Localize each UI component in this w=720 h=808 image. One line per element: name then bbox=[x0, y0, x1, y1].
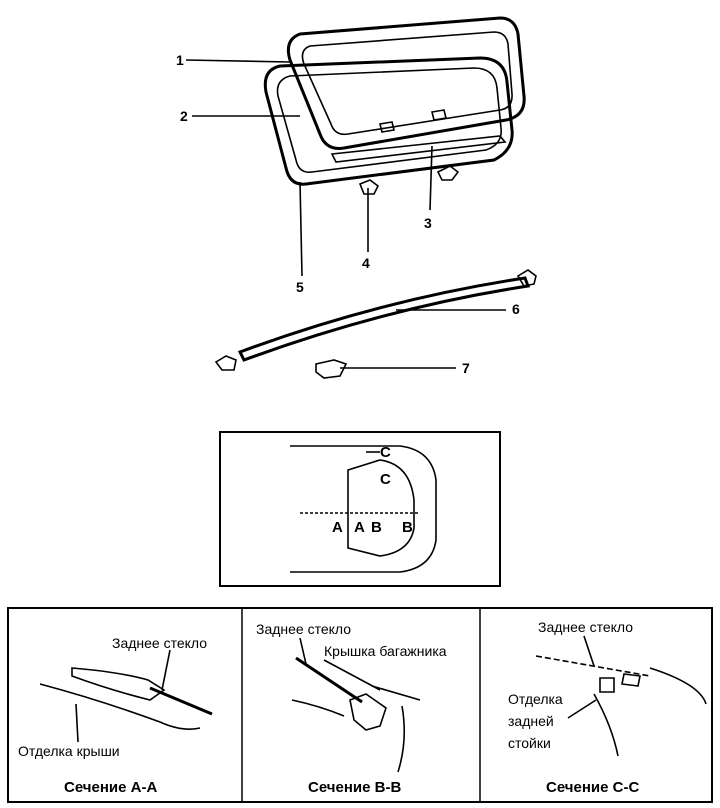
label-trunk-lid: Крышка багажника bbox=[324, 643, 447, 659]
glass-a bbox=[149, 686, 213, 716]
sections-frame bbox=[7, 607, 713, 803]
hatch-seal-b bbox=[349, 693, 387, 731]
leader-glass-b bbox=[299, 637, 307, 665]
weatherstrip-outer bbox=[263, 56, 514, 186]
section-title-a: Сечение А-А bbox=[64, 779, 157, 796]
section-panels: Заднее стекло Отделка крыши Сечение А-А … bbox=[7, 607, 713, 803]
section-b-b: Заднее стекло Крышка багажника Сечение В… bbox=[256, 621, 447, 796]
frame-clip-right bbox=[431, 109, 447, 121]
roof-panel-shape bbox=[71, 667, 166, 701]
section-title-c: Сечение С-С bbox=[546, 779, 639, 796]
label-pillar-trim-3: стойки bbox=[508, 735, 551, 751]
rear-window-exploded-view: 1 2 3 4 5 6 7 bbox=[176, 16, 537, 379]
callout-4: 4 bbox=[362, 255, 370, 271]
callout-3: 3 bbox=[424, 215, 432, 231]
hatch-panel-b bbox=[291, 685, 421, 773]
weatherstrip-inner bbox=[276, 67, 503, 174]
label-pillar-trim-2: задней bbox=[508, 713, 554, 729]
label-rear-glass-a: Заднее стекло bbox=[112, 635, 207, 651]
pillar-shape bbox=[599, 667, 707, 705]
section-letter-c-top: C bbox=[380, 444, 391, 461]
section-letter-a-right: A bbox=[354, 519, 365, 536]
clip-part-7 bbox=[315, 359, 348, 379]
glass-b bbox=[295, 656, 363, 704]
section-location-inset: C C A A B B bbox=[219, 431, 501, 587]
moulding-frame-inner bbox=[301, 31, 513, 136]
section-letter-a-left: A bbox=[332, 519, 343, 536]
label-rear-glass-c: Заднее стекло bbox=[538, 619, 633, 635]
section-letter-b-left: B bbox=[371, 519, 382, 536]
leader-glass-a bbox=[161, 649, 171, 691]
label-roof-trim: Отделка крыши bbox=[18, 743, 120, 759]
car-outline bbox=[290, 445, 437, 573]
leader-glass-c bbox=[583, 635, 595, 667]
section-letter-b-right: B bbox=[402, 519, 413, 536]
leader-1 bbox=[185, 59, 291, 63]
trim-strip bbox=[237, 276, 531, 362]
lower-strip bbox=[330, 135, 507, 163]
clip-part-3 bbox=[436, 165, 460, 181]
leader-5 bbox=[299, 181, 303, 277]
label-rear-glass-b: Заднее стекло bbox=[256, 621, 351, 637]
trim-clip-right bbox=[516, 269, 537, 287]
callout-7: 7 bbox=[462, 360, 470, 376]
leader-hatch bbox=[323, 659, 381, 691]
callout-6: 6 bbox=[512, 301, 520, 317]
callout-2: 2 bbox=[180, 108, 188, 124]
glass-c bbox=[535, 655, 651, 677]
moulding-frame-outer bbox=[286, 16, 526, 150]
callout-1: 1 bbox=[176, 52, 184, 68]
section-title-b: Сечение В-В bbox=[308, 779, 401, 796]
section-letter-c-mid: C bbox=[380, 471, 391, 488]
clip-part-4 bbox=[358, 179, 380, 195]
inset-frame bbox=[219, 431, 501, 587]
callout-5: 5 bbox=[296, 279, 304, 295]
roof-trim-shape bbox=[39, 683, 201, 730]
leader-pillar-trim bbox=[567, 699, 597, 719]
leader-roof-trim bbox=[75, 703, 79, 743]
label-pillar-trim-1: Отделка bbox=[508, 691, 563, 707]
section-c-c: Заднее стекло Отделка задней стойки Сече… bbox=[508, 619, 707, 796]
frame-clip-left bbox=[379, 121, 395, 133]
trim-clip-left bbox=[214, 355, 237, 371]
pillar-trim-shape bbox=[593, 693, 619, 757]
section-a-a: Заднее стекло Отделка крыши Сечение А-А bbox=[18, 635, 213, 796]
leader-3 bbox=[429, 145, 433, 211]
rear-glass-outline bbox=[347, 459, 415, 557]
